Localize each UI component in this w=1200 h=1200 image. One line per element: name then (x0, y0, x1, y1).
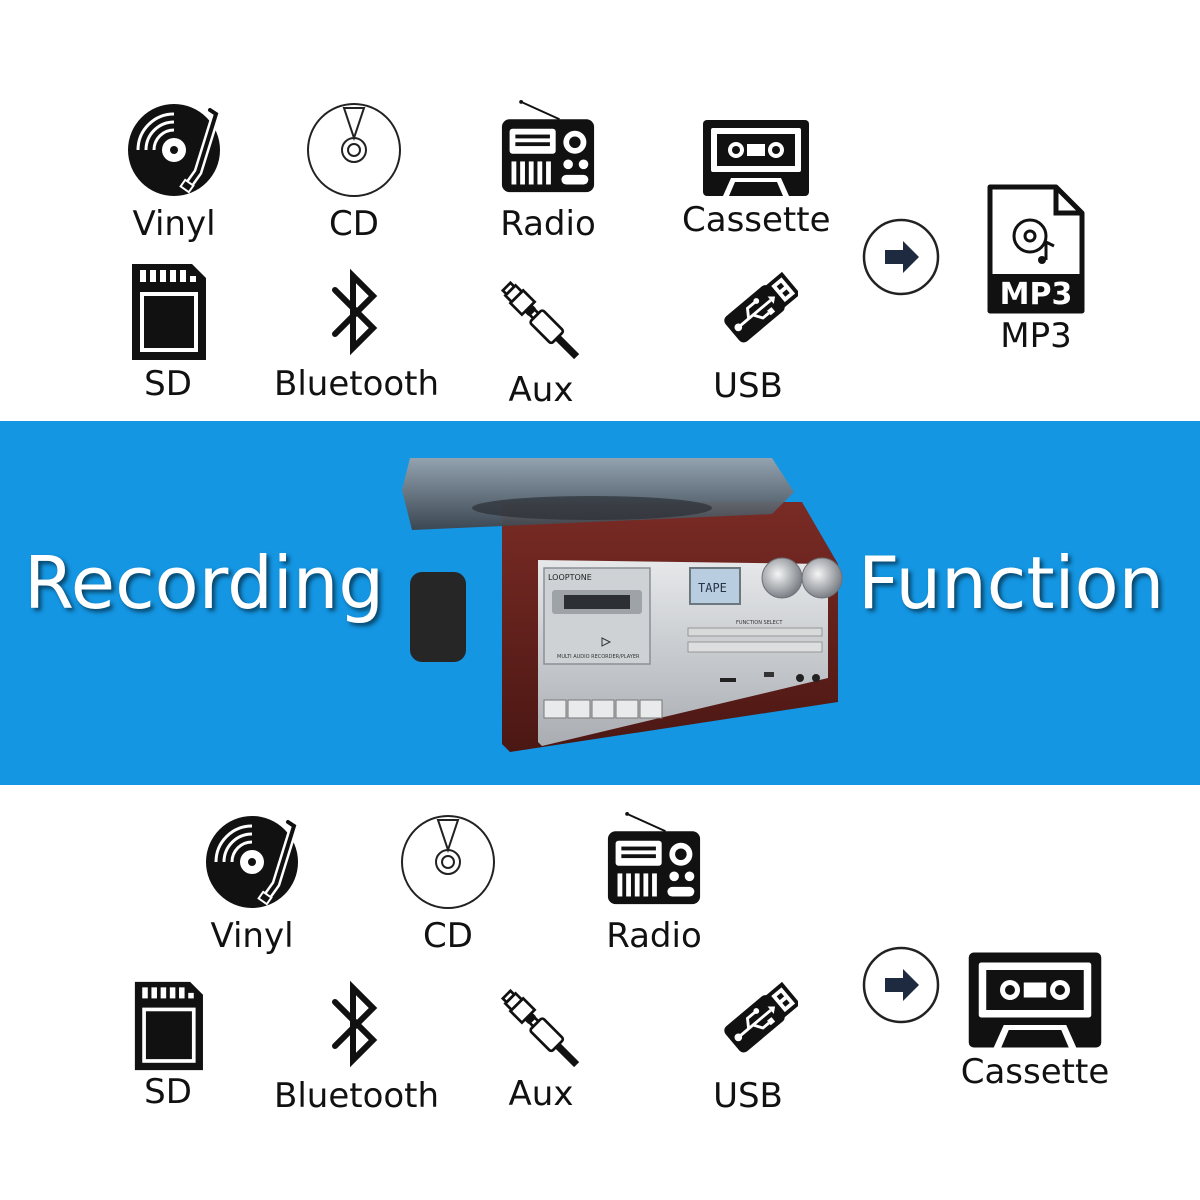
bottom-source-cd: CD (398, 812, 498, 956)
cd-disc-icon (304, 100, 404, 200)
source-label: Vinyl (210, 916, 294, 956)
lcd-display (689, 567, 741, 605)
bluetooth-icon (327, 262, 387, 362)
bottom-source-radio: Radio (604, 812, 704, 956)
bottom-source-bluetooth: Bluetooth (274, 974, 439, 1116)
arrow-right-icon (861, 217, 941, 297)
source-label: Bluetooth (274, 364, 440, 404)
top-source-vinyl: Vinyl (124, 100, 224, 244)
sd-card-icon (128, 980, 208, 1072)
tape-buttons (543, 699, 663, 719)
source-label: Radio (500, 204, 596, 244)
source-label: Cassette (682, 200, 831, 240)
top-source-radio: Radio (498, 100, 598, 244)
bottom-target-cassette: Cassette (960, 950, 1110, 1092)
bottom-source-sd: SD (128, 980, 208, 1112)
cd-disc-icon (398, 812, 498, 912)
cassette-icon (691, 118, 821, 198)
sd-card-icon (128, 262, 208, 362)
vinyl-record-icon (202, 812, 302, 912)
target-label: MP3 (1000, 316, 1072, 356)
banner-word-left: Recording (24, 541, 385, 625)
brand-logo: LOOPTONE (548, 573, 592, 582)
top-source-sd: SD (128, 262, 208, 404)
usb-drive-icon (698, 980, 798, 1076)
source-label: Radio (606, 916, 702, 956)
source-label: Aux (508, 370, 574, 410)
cd-slot (687, 641, 823, 653)
cassette-icon (960, 950, 1110, 1050)
top-source-usb: USB (698, 270, 798, 406)
source-label: SD (144, 364, 192, 404)
function-select-label: FUNCTION SELECT (736, 620, 783, 626)
aux-cable-icon (496, 984, 586, 1074)
source-label: Vinyl (132, 204, 216, 244)
radio-icon (604, 812, 704, 908)
vinyl-record-icon (124, 100, 224, 200)
top-source-cd: CD (304, 100, 404, 244)
banner-word-right: Function (858, 541, 1165, 625)
mp3-file-icon: MP3 (987, 184, 1085, 314)
target-label: Cassette (960, 1052, 1110, 1092)
source-label: Bluetooth (274, 1076, 440, 1116)
top-source-cassette: Cassette (682, 118, 831, 240)
bottom-source-vinyl: Vinyl (202, 812, 302, 956)
source-label: USB (713, 1076, 783, 1116)
bottom-source-aux: Aux (496, 984, 586, 1114)
cassette-deck (543, 567, 651, 665)
volume-knob (761, 557, 803, 599)
source-label: USB (713, 366, 783, 406)
side-speaker (410, 572, 466, 662)
source-label: CD (423, 916, 473, 956)
source-label: CD (329, 204, 379, 244)
tuning-knob (801, 557, 843, 599)
mp3-icon-text: MP3 (1000, 277, 1073, 312)
aux-cable-icon (496, 276, 586, 366)
top-source-aux: Aux (496, 276, 586, 410)
source-label: SD (144, 1072, 192, 1112)
arrow-right-icon (861, 945, 941, 1025)
radio-icon (498, 100, 598, 196)
source-label: Aux (508, 1074, 574, 1114)
lcd-text: TAPE (698, 581, 727, 595)
deck-caption: MULTI AUDIO RECORDER/PLAYER (557, 654, 640, 660)
top-source-bluetooth: Bluetooth (274, 262, 439, 404)
usb-drive-icon (698, 270, 798, 366)
bluetooth-icon (327, 974, 387, 1074)
bottom-source-usb: USB (698, 980, 798, 1116)
turntable-product-image: LOOPTONE MULTI AUDIO RECORDER/PLAYER TAP… (402, 458, 843, 752)
top-target-mp3: MP3 MP3 (986, 184, 1086, 356)
